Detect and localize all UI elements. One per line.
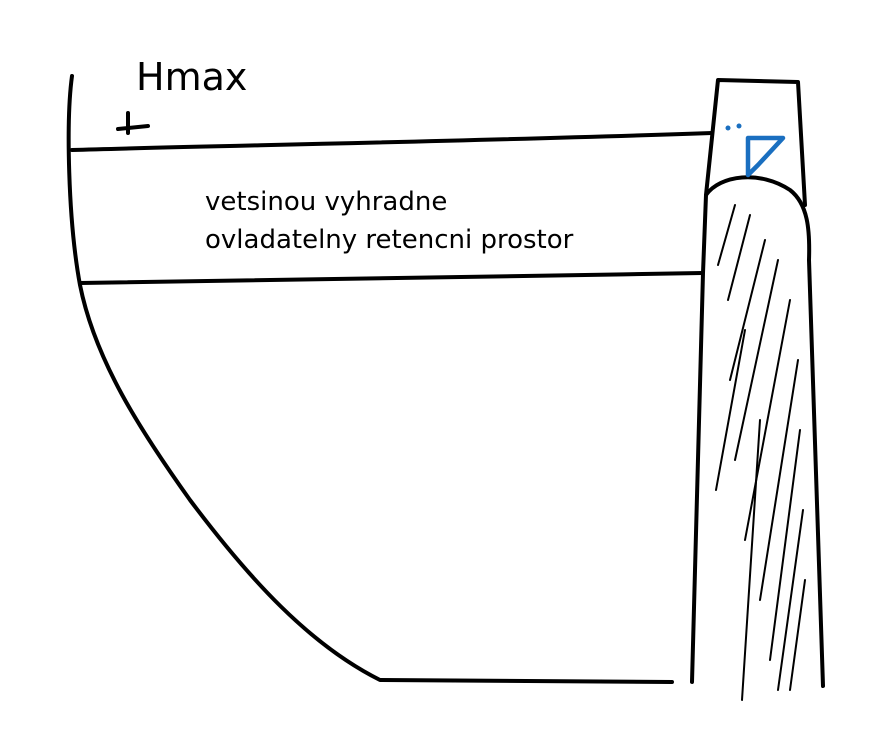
- retention-space-label-line1: vetsinou vyhradne: [205, 187, 447, 217]
- hmax-level-marker: [116, 111, 150, 135]
- left-valley-slope: [66, 74, 674, 684]
- retention-lower-boundary-line: [78, 271, 704, 285]
- hmax-label: Hmax: [136, 55, 247, 99]
- dam-outline: [690, 175, 825, 688]
- water-level-triangle-icon: [725, 123, 786, 178]
- hmax-water-level-line: [70, 131, 714, 152]
- dam-hatching: [715, 204, 806, 701]
- retention-space-label-line2: ovladatelny retencni prostor: [205, 225, 574, 255]
- dam-crest: [704, 78, 807, 207]
